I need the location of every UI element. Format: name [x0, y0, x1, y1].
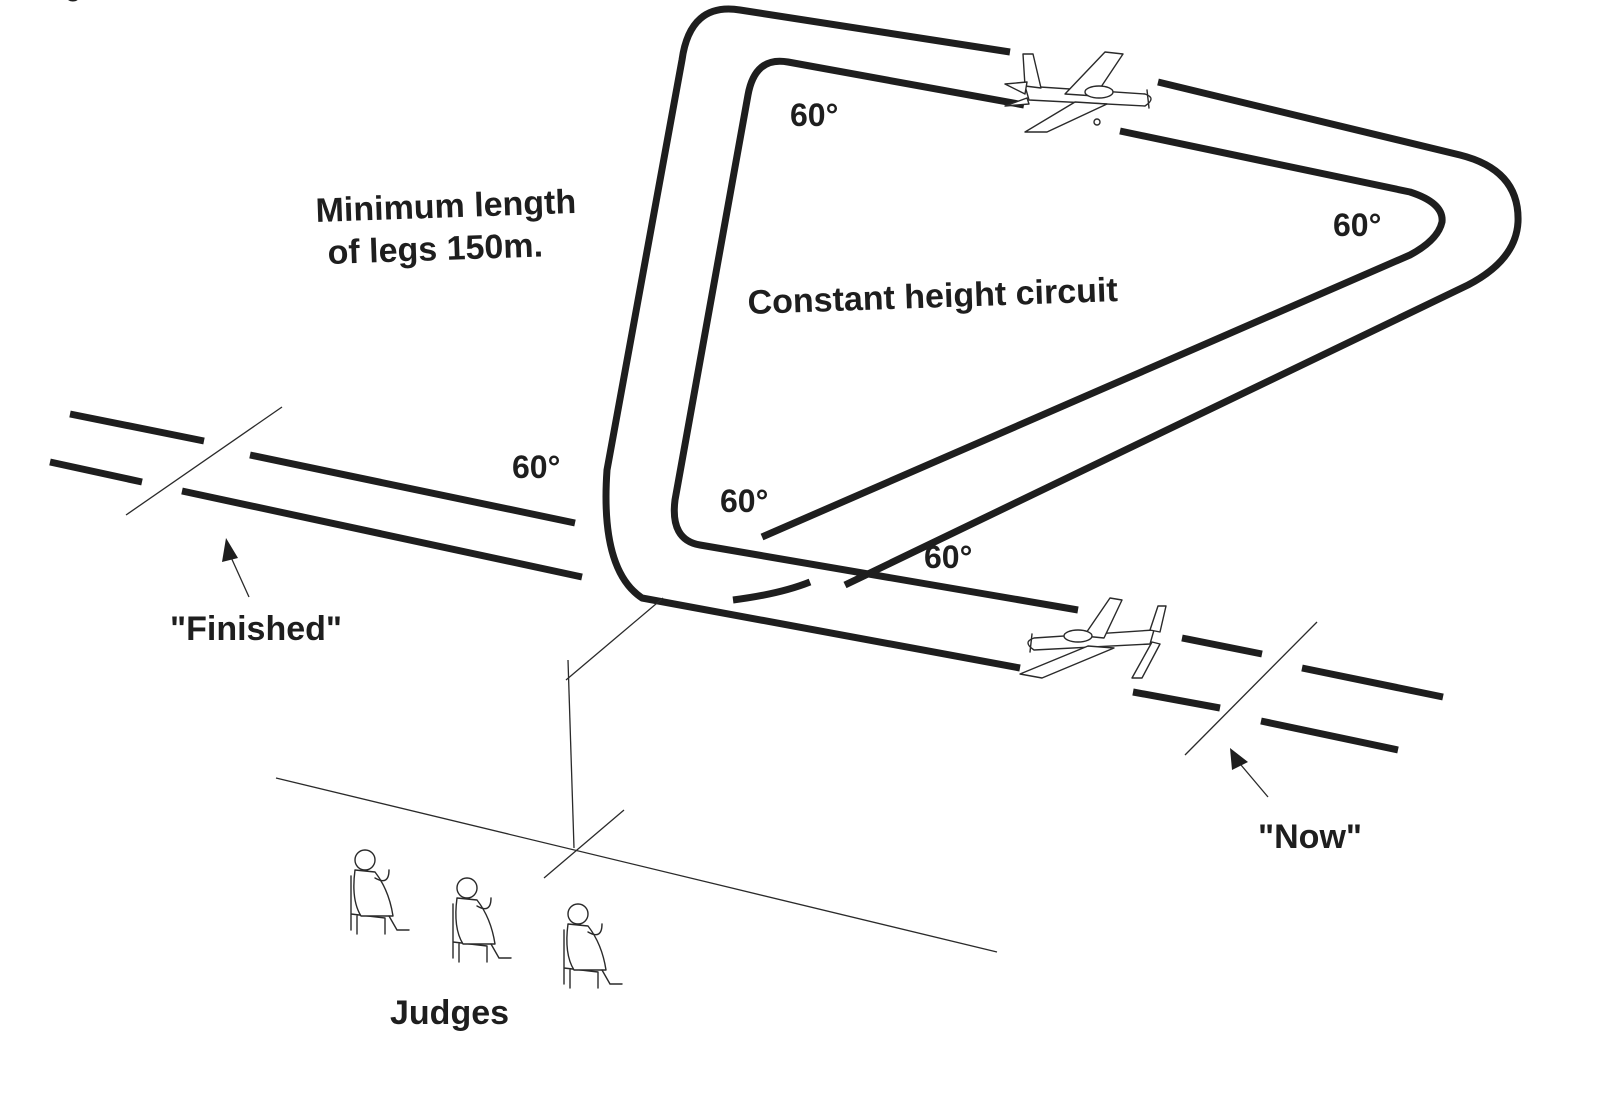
circuit-arc-segment: [732, 578, 812, 604]
circuit-label: Constant height circuit: [747, 271, 1118, 322]
ground-reference-lines: [275, 597, 998, 953]
angle-label-left-axis: 60°: [512, 449, 560, 485]
min-length-label-line2: of legs 150m.: [327, 227, 544, 272]
finished-arrow: [222, 538, 250, 598]
airplane-icon: [1004, 51, 1152, 133]
judges-label: Judges: [390, 994, 509, 1032]
circuit-outer-path: [602, 5, 1021, 672]
right-axis-lines: [1132, 621, 1444, 756]
circuit-inner-right: [760, 127, 1446, 541]
airplane-icon: [1019, 597, 1167, 679]
now-label: "Now": [1258, 818, 1362, 856]
left-axis-lines: [49, 406, 583, 581]
now-arrow: [1230, 748, 1269, 798]
seated-judge-icon: [452, 877, 512, 963]
angle-label-right: 60°: [1333, 207, 1381, 243]
seated-judge-icon: [350, 849, 410, 935]
circuit-outer-right: [843, 78, 1522, 589]
seated-judge-icon: [563, 903, 623, 989]
min-length-label-line1: Minimum length: [315, 183, 577, 230]
circuit-inner-path: [670, 57, 1079, 614]
header-fragment: original: [32, 0, 126, 2]
finished-label: "Finished": [170, 610, 342, 648]
angle-label-bottom: 60°: [924, 539, 972, 575]
angle-label-inner-bottom: 60°: [720, 483, 768, 519]
angle-label-top-left: 60°: [790, 97, 838, 133]
